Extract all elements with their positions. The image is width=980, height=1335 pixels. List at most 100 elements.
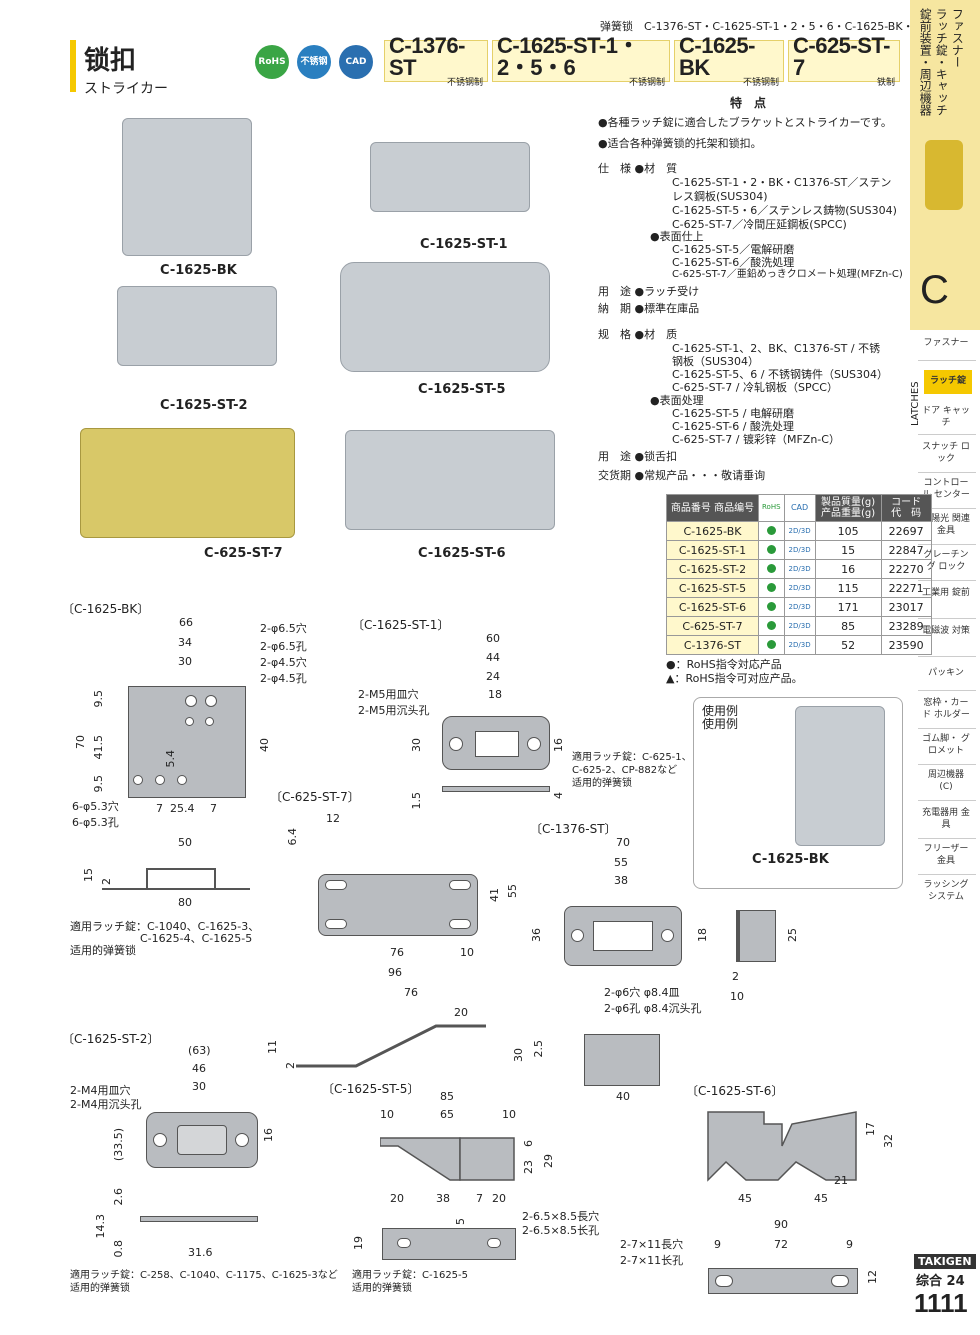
- sidebar-item-freezer[interactable]: フリーザー 金具: [923, 844, 969, 866]
- sidebar-item-latch-lock[interactable]: ラッチ錠: [924, 370, 972, 394]
- row-cad[interactable]: 2D/3D: [783, 540, 816, 560]
- dim: 19: [352, 1236, 365, 1250]
- spec-cn-8: C-625-ST-7 / 镀彩锌（MFZn-C）: [672, 433, 840, 446]
- slot: [325, 880, 347, 890]
- sidebar-item-packing[interactable]: パッキン: [928, 668, 964, 678]
- sidebar-item-industrial-lock[interactable]: 工業用 錠前: [922, 588, 970, 598]
- row-weight: 15: [814, 540, 882, 560]
- row-cad[interactable]: 2D/3D: [783, 616, 816, 636]
- hole-note: 2-φ4.5孔: [260, 672, 307, 685]
- hole-note: 2-φ6.5穴: [260, 622, 307, 635]
- spec-cn-0: 规 格 ●材 质: [598, 328, 678, 341]
- dim: 2.6: [112, 1188, 125, 1206]
- material-label: 不锈钢制: [446, 77, 483, 88]
- dim: 16: [552, 738, 565, 752]
- sidebar-item-door-catch[interactable]: ドア キャッチ: [922, 406, 970, 428]
- dim: 46: [192, 1062, 206, 1075]
- dim: 2: [100, 878, 113, 885]
- th-weight: 製品質量(g) 产品重量(g): [814, 494, 882, 522]
- dim: 36: [530, 928, 543, 942]
- spec-cn-1: C-1625-ST-1、2、BK、C1376-ST / 不锈: [672, 342, 881, 355]
- dim: 0.8: [112, 1240, 125, 1258]
- apply-bk-3: 适用的弹簧锁: [70, 944, 136, 957]
- usage-product-label: C-1625-BK: [752, 852, 829, 867]
- apply-bk-2: C-1625-4、C-1625-5: [140, 932, 253, 945]
- spec-jp-0: 仕 様 ●材 質: [598, 162, 678, 175]
- row-weight: 171: [814, 597, 882, 617]
- sidebar-item-window-frame[interactable]: 窓枠・カード ホルダー: [922, 698, 970, 720]
- row-cad[interactable]: 2D/3D: [783, 578, 816, 598]
- photo-label-st6: C-1625-ST-6: [418, 546, 506, 561]
- row-cad[interactable]: 2D/3D: [783, 521, 816, 541]
- sidebar-item-control-center[interactable]: コントロール センター: [922, 478, 970, 500]
- hole-note: 2-φ6穴 φ8.4皿: [604, 986, 680, 999]
- rohs-dot: [758, 635, 785, 655]
- hole-note: 2-φ6孔 φ8.4沉头孔: [604, 1002, 702, 1015]
- hole-note: 2-M4用皿穴: [70, 1084, 131, 1097]
- photo-c1625-st2: [117, 286, 277, 366]
- divider: [918, 472, 976, 473]
- sidebar-item-emi[interactable]: 電磁波 対策: [922, 626, 970, 636]
- dim: 12: [326, 812, 340, 825]
- sidebar-item-solar[interactable]: 太陽光 関連金具: [922, 514, 970, 536]
- slot: [397, 1238, 411, 1248]
- dim: 76: [390, 946, 404, 959]
- hole-note: 2-7×11长孔: [620, 1254, 684, 1267]
- hole: [153, 1133, 167, 1147]
- hole-note: 2-M5用皿穴: [358, 688, 419, 701]
- hole: [205, 717, 214, 726]
- row-code: C-1625-BK: [666, 521, 759, 541]
- drawing-1376-side: [736, 910, 776, 962]
- sidebar-item-charger[interactable]: 充電器用 金具: [922, 808, 970, 830]
- hole: [235, 1133, 249, 1147]
- rohs-dot: [758, 559, 785, 579]
- row-id: 23289: [880, 616, 932, 636]
- dim: 2: [732, 970, 739, 983]
- hole-note: 2-6.5×8.5长孔: [522, 1224, 600, 1237]
- code-box-bk: C-1625-BK 不锈钢制: [674, 34, 784, 87]
- divider: [918, 690, 976, 691]
- hole: [155, 775, 165, 785]
- row-cad[interactable]: 2D/3D: [783, 597, 816, 617]
- st1-window: [475, 731, 519, 757]
- latch-photo-icon: [925, 140, 963, 210]
- dim: 5: [454, 1218, 467, 1225]
- sidebar-item-snatch-lock[interactable]: スナッチ ロック: [922, 442, 970, 464]
- drawing-st2-side: [140, 1216, 258, 1222]
- row-cad[interactable]: 2D/3D: [783, 559, 816, 579]
- row-code: C-1625-ST-5: [666, 578, 759, 598]
- drawing-bk-front: [128, 686, 246, 798]
- dim: 38: [614, 874, 628, 887]
- sidebar-item-lashing[interactable]: ラッシング システム: [923, 880, 969, 902]
- divider: [918, 434, 976, 435]
- hole-note: 2-M5用沉头孔: [358, 704, 430, 717]
- sidebar-item-grating[interactable]: グレーチング ロック: [923, 550, 969, 572]
- dim: 2.5: [532, 1040, 545, 1058]
- section-letter: C: [920, 268, 949, 312]
- sidebar-item-fastener[interactable]: ファスナー: [923, 338, 969, 348]
- hole: [571, 929, 584, 942]
- dim: 20: [390, 1192, 404, 1205]
- dim: 24: [486, 670, 500, 683]
- dim: 10: [730, 990, 744, 1003]
- row-cad[interactable]: 2D/3D: [783, 635, 816, 655]
- spec-cn-4: C-625-ST-7 / 冷轧钢板（SPCC）: [672, 381, 838, 394]
- dim: 10: [460, 946, 474, 959]
- usage-label-cn: 使用例: [702, 717, 739, 731]
- rohs-dot: [758, 578, 785, 598]
- spec-jp-8: C-625-ST-7／亜鉛めっきクロメート処理(MFZn-C): [672, 269, 903, 280]
- dim: 11: [266, 1040, 279, 1054]
- hole: [185, 695, 197, 707]
- spec-jp-3: C-1625-ST-5・6／ステンレス鋳物(SUS304): [672, 204, 897, 217]
- drawing-label-st7: 〔C-625-ST-7〕: [270, 790, 360, 804]
- sidebar-item-peripherals[interactable]: 周辺機器 (C): [927, 770, 964, 792]
- table-note-2: ▲：RoHS指令可对应产品。: [666, 672, 803, 685]
- dim: 31.6: [188, 1246, 213, 1259]
- drawing-st2: [146, 1112, 258, 1168]
- dim: 6.4: [286, 828, 299, 846]
- sidebar-item-rubber-feet[interactable]: ゴム脚・ グロメット: [922, 734, 970, 756]
